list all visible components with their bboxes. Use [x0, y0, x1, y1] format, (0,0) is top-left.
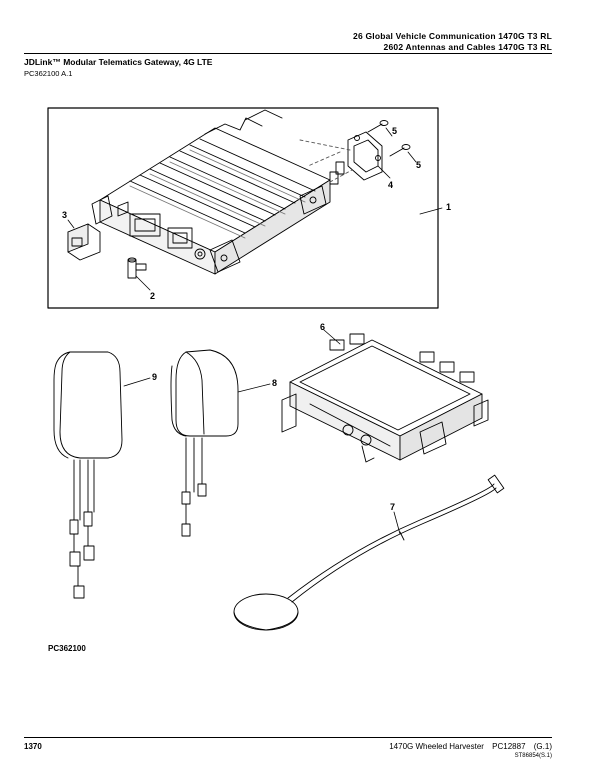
- header-section-line: 26 Global Vehicle Communication 1470G T3…: [353, 31, 552, 41]
- puck-antenna-drawing: [233, 474, 505, 631]
- connector-plug-drawing: [67, 223, 101, 261]
- page-title: JDLink™ Modular Telematics Gateway, 4G L…: [24, 57, 213, 67]
- callout-2: 2: [150, 291, 155, 301]
- gateway-module-drawing: [281, 333, 489, 463]
- callout-3: 3: [62, 210, 67, 220]
- footer-rule: [24, 737, 552, 738]
- callout-5a: 5: [392, 126, 397, 136]
- footer-reference: ST86854(S.1): [514, 753, 552, 759]
- header-subsection-line: 2602 Antennas and Cables 1470G T3 RL: [383, 42, 552, 52]
- page-number: 1370: [24, 742, 42, 751]
- detail-frame: [47, 107, 439, 309]
- callout-6: 6: [320, 322, 325, 332]
- header-rule: [24, 53, 552, 54]
- callout-7: 7: [390, 502, 395, 512]
- callout-4: 4: [388, 180, 393, 190]
- figure-id: PC362100: [48, 644, 86, 653]
- footer-catalog: PC12887: [492, 742, 526, 751]
- page-subtitle: PC362100 A.1: [24, 69, 73, 78]
- gateway-body-drawing: [91, 109, 345, 275]
- callout-9: 9: [152, 372, 157, 382]
- antenna-adapter-drawing: [127, 257, 147, 279]
- footer-revision: (G.1): [533, 742, 552, 751]
- dome-antenna-drawing: [170, 349, 239, 537]
- callout-1: 1: [446, 202, 451, 212]
- callout-5b: 5: [416, 160, 421, 170]
- footer-machine: 1470G Wheeled Harvester: [389, 742, 484, 751]
- screw-drawings: [367, 120, 411, 157]
- mounting-bracket-drawing: [347, 131, 383, 181]
- footer-info: 1470G Wheeled Harvester PC12887 (G.1): [383, 742, 552, 751]
- callout-8: 8: [272, 378, 277, 388]
- flat-antenna-drawing: [53, 351, 123, 599]
